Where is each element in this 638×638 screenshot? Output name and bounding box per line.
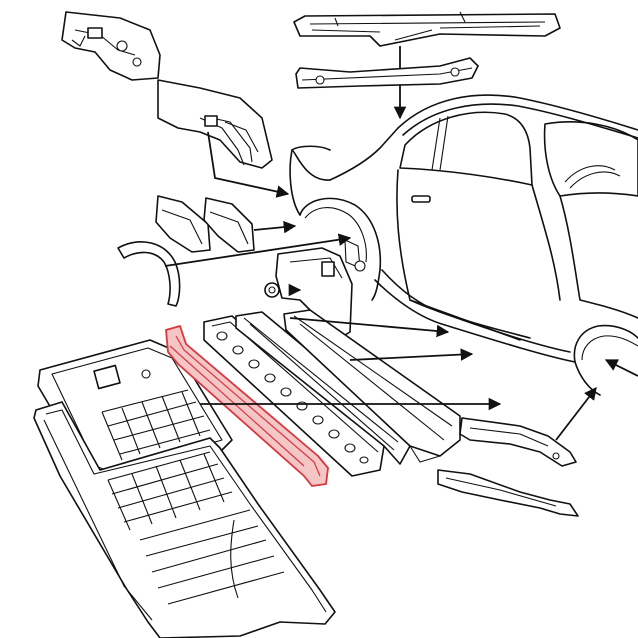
sill-rail-holes [216,331,369,464]
heater-channel-rail [165,325,329,487]
front-wheelhouse-lower-panel [157,79,273,169]
outer-sill-rail [235,311,411,465]
rear-sill-extension [459,417,577,467]
rocker-inner-panel [275,247,353,339]
assembly-arrows [200,317,638,441]
jack-point-plug [264,282,280,298]
fender-patch-rear [203,197,255,253]
front-wheelhouse-upper-panel [61,11,161,81]
fender-patch-front [155,195,211,253]
windshield-header-rail [295,57,479,89]
floor-pan-ribs [101,389,211,461]
floor-pan-full [33,401,336,638]
inner-sill-rail [283,309,461,463]
floor-pan-full-ribs [107,451,285,605]
perforated-sill-rail [203,315,385,477]
car-body [289,94,638,396]
roof-header-panel [293,11,561,47]
wheel-arch-lip [117,241,181,307]
rear-corner-bracket [437,469,579,517]
